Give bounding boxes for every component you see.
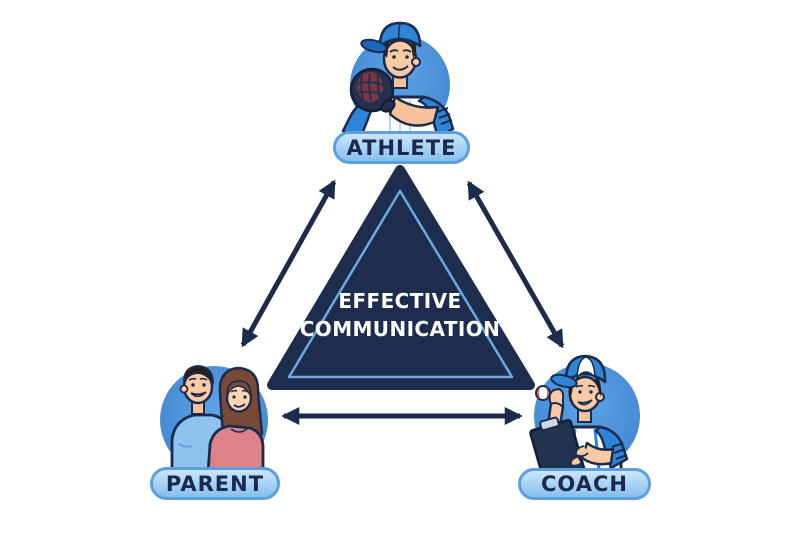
- center-label-line2: COMMUNICATION: [299, 317, 501, 341]
- parent-label: PARENT: [150, 467, 280, 500]
- coach-cap-icon: [550, 354, 607, 389]
- athlete-cap-icon: [360, 21, 422, 54]
- athlete-label: ATHLETE: [333, 131, 470, 164]
- triangle-inner-border: [287, 189, 514, 379]
- parent-mother-figure: [206, 366, 265, 476]
- baseball-glove-icon: [349, 67, 396, 113]
- triangle-shape: [267, 165, 535, 390]
- connection-arrows: [240, 179, 565, 425]
- coach-clipboard-icon: [529, 354, 640, 484]
- athlete-ear: [411, 57, 421, 67]
- parents-icon: [160, 365, 268, 476]
- arrow-athlete-coach: [466, 180, 565, 349]
- arrow-parent-athlete: [240, 179, 337, 348]
- triangle-center-label: EFFECTIVE COMMUNICATION: [280, 287, 520, 343]
- baseball-icon: [535, 385, 551, 401]
- coach-label: COACH: [518, 468, 651, 500]
- center-label-line1: EFFECTIVE: [338, 289, 462, 313]
- baseball-athlete-icon: [341, 21, 455, 142]
